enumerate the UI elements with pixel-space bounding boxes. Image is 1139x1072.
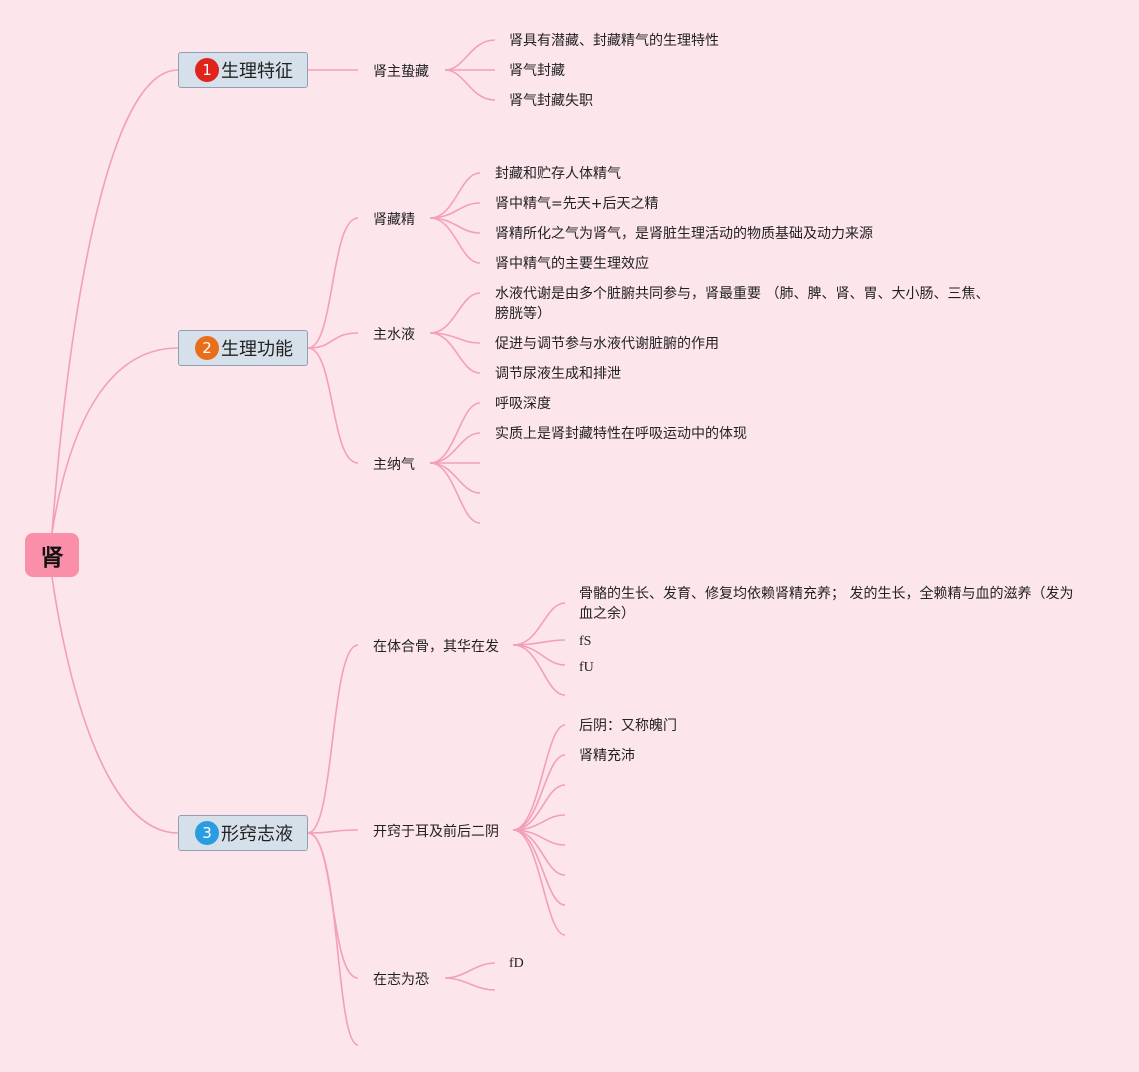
leaf-item[interactable]: 肾气封藏失职 xyxy=(509,93,593,109)
subtopic-kidney-storage[interactable]: 肾主蛰藏 xyxy=(373,64,429,80)
topic-physiological-functions[interactable]: 2 生理功能 xyxy=(178,330,308,366)
leaf-item[interactable]: 肾具有潜藏、封藏精气的生理特性 xyxy=(509,33,719,49)
subtopic-bones-and-hair[interactable]: 在体合骨，其华在发 xyxy=(373,639,499,655)
leaf-item[interactable]: 水液代谢是由多个脏腑共同参与，肾最重要 （肺、脾、肾、胃、大小肠、三焦、膀胱等） xyxy=(495,286,990,322)
leaf-item[interactable]: 后阴：又称魄门 xyxy=(579,718,677,734)
leaf-item[interactable]: fS xyxy=(579,634,592,649)
leaf-item[interactable]: 呼吸深度 xyxy=(495,396,551,412)
topic-body-orifice-emotion-fluid[interactable]: 3 形窍志液 xyxy=(178,815,308,851)
leaf-item[interactable]: 肾中精气=先天+后天之精 xyxy=(495,196,659,212)
leaf-item[interactable]: 调节尿液生成和排泄 xyxy=(495,366,621,382)
leaf-item[interactable]: 实质上是肾封藏特性在呼吸运动中的体现 xyxy=(495,426,747,442)
leaf-item[interactable]: fU xyxy=(579,660,594,675)
leaf-item[interactable]: 骨骼的生长、发育、修复均依赖肾精充养； 发的生长，全赖精与血的滋养（发为血之余） xyxy=(579,586,1074,622)
topic-label: 生理特征 xyxy=(221,61,293,82)
leaf-item[interactable]: 肾中精气的主要生理效应 xyxy=(495,256,649,272)
topic-physiological-traits[interactable]: 1 生理特征 xyxy=(178,52,308,88)
topic-label: 形窍志液 xyxy=(221,824,293,845)
subtopic-ears-and-yin-orifices[interactable]: 开窍于耳及前后二阴 xyxy=(373,824,499,840)
topic-label: 生理功能 xyxy=(221,339,293,360)
leaf-item[interactable]: 肾精所化之气为肾气，是肾脏生理活动的物质基础及动力来源 xyxy=(495,226,873,242)
priority-2-badge: 2 xyxy=(195,336,219,360)
subtopic-receives-qi[interactable]: 主纳气 xyxy=(373,457,415,473)
subtopic-fear[interactable]: 在志为恐 xyxy=(373,972,429,988)
root-node[interactable]: 肾 xyxy=(25,533,79,577)
subtopic-governs-water[interactable]: 主水液 xyxy=(373,327,415,343)
priority-1-badge: 1 xyxy=(195,58,219,82)
leaf-item[interactable]: 封藏和贮存人体精气 xyxy=(495,166,621,182)
leaf-item[interactable]: 肾气封藏 xyxy=(509,63,565,79)
leaf-item[interactable]: 促进与调节参与水液代谢脏腑的作用 xyxy=(495,336,719,352)
leaf-item[interactable]: fD xyxy=(509,956,524,971)
priority-3-badge: 3 xyxy=(195,821,219,845)
leaf-item[interactable]: 肾精充沛 xyxy=(579,748,635,764)
subtopic-kidney-stores-essence[interactable]: 肾藏精 xyxy=(373,212,415,228)
